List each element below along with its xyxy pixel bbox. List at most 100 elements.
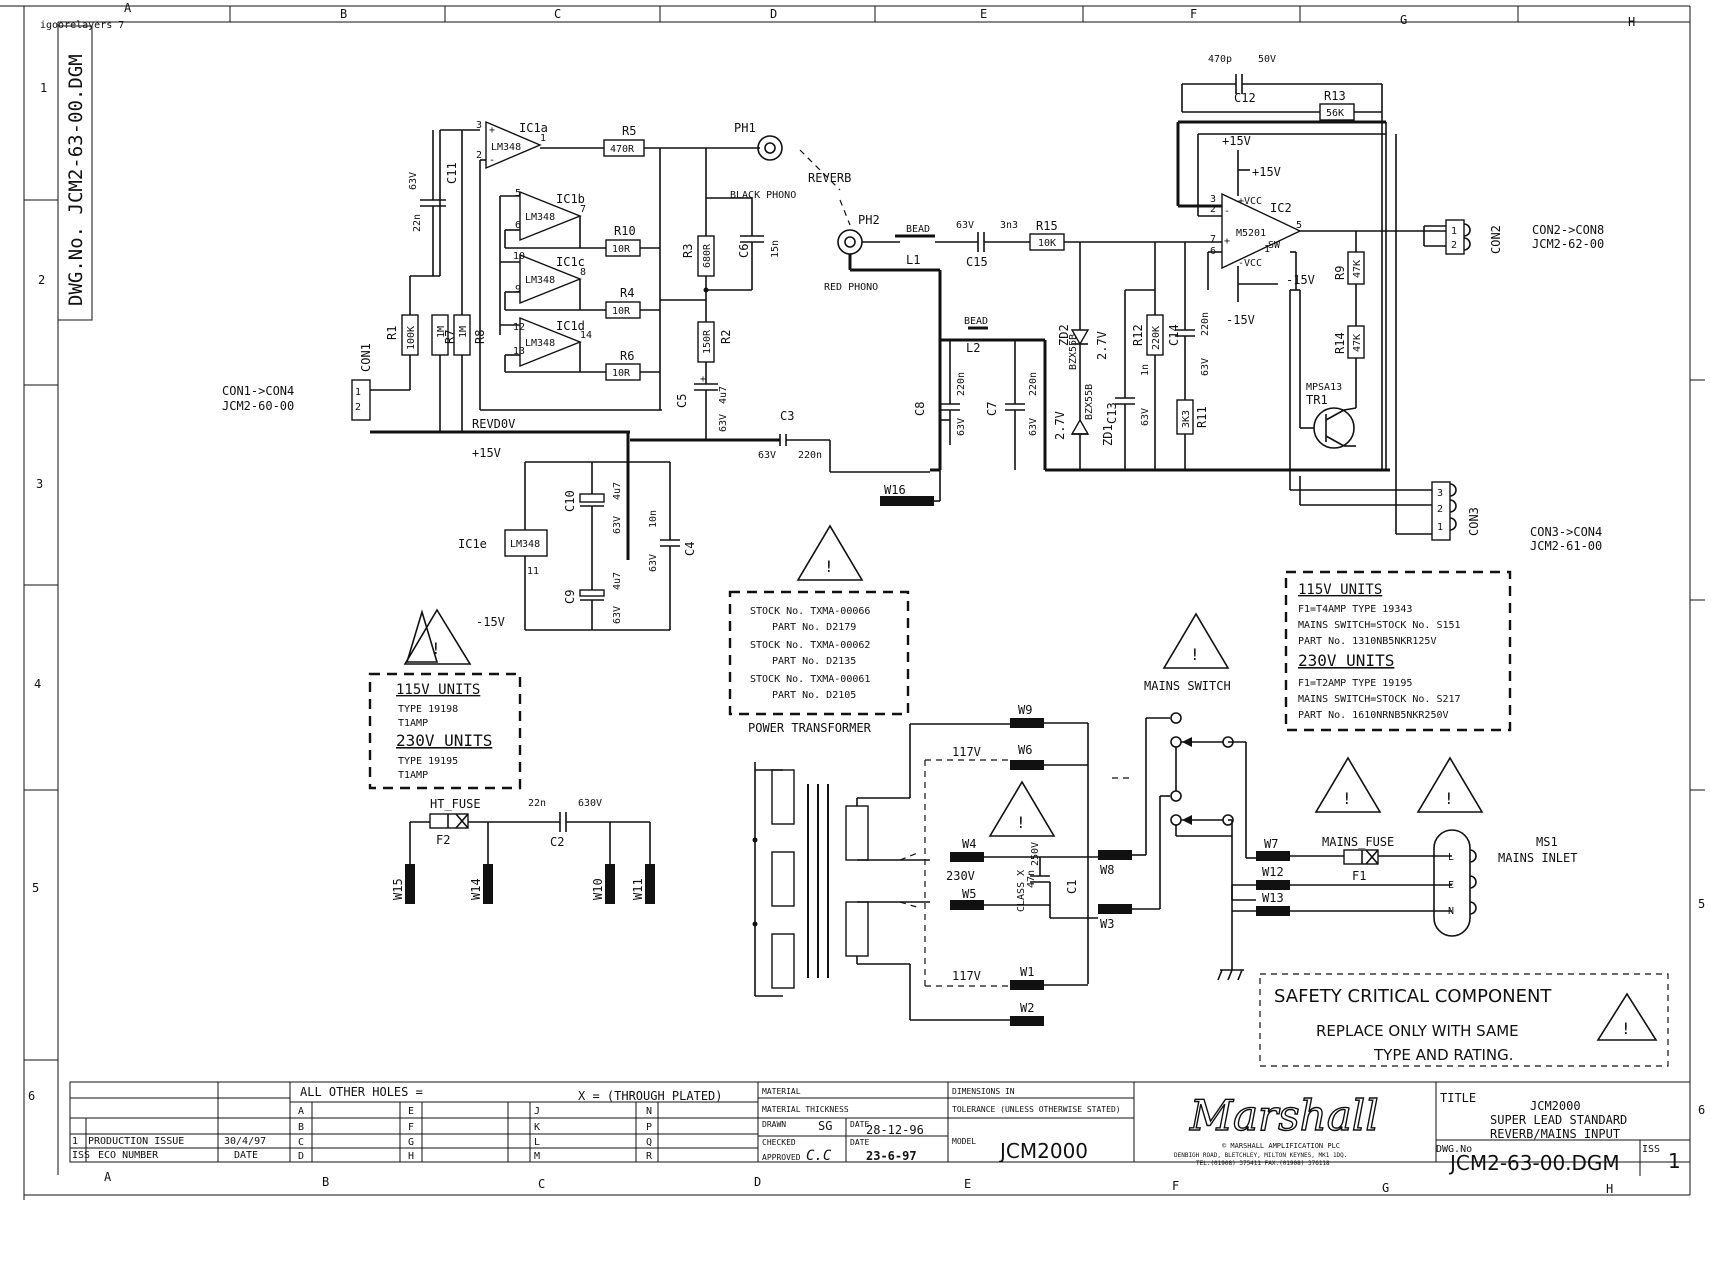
- schematic-label: R11: [1195, 406, 1209, 428]
- con3-connector: [1431, 481, 1451, 541]
- schematic-label: 4u7: [612, 572, 623, 590]
- schematic-label: JCM2000: [998, 1139, 1088, 1163]
- schematic-label: C10: [563, 490, 577, 512]
- schematic-label: IC2: [1270, 201, 1292, 215]
- schematic-label: LM348: [510, 539, 540, 550]
- svg-text:+: +: [1224, 236, 1230, 247]
- schematic-label: BZX55B: [1068, 334, 1079, 370]
- schematic-label: DENBIGH ROAD, BLETCHLEY, MILTON KEYNES, …: [1174, 1152, 1347, 1159]
- schematic-label: W9: [1018, 703, 1032, 717]
- schematic-label: BLACK PHONO: [730, 190, 796, 201]
- schematic-label: R4: [620, 286, 634, 300]
- w6-link: [1010, 760, 1044, 770]
- schematic-label: DRAWN: [762, 1120, 786, 1129]
- schematic-label: PH2: [858, 213, 880, 227]
- schematic-label: MAINS SWITCH=STOCK No. S217: [1298, 694, 1461, 705]
- mains-inlet-connector: [1433, 829, 1471, 937]
- safety-critical-note: SAFETY CRITICAL COMPONENT REPLACE ONLY W…: [1259, 973, 1669, 1067]
- schematic-label: REPLACE ONLY WITH SAME: [1316, 1022, 1519, 1040]
- schematic-label: 63V: [1140, 408, 1151, 426]
- vertical-drawing-number: DWG.No. JCM2-63-00.DGM: [57, 25, 93, 321]
- schematic-label: © MARSHALL AMPLIFICATION PLC: [1222, 1142, 1340, 1150]
- svg-text:3: 3: [476, 120, 482, 131]
- con1-connector: [351, 379, 371, 421]
- schematic-label: +15V: [1252, 165, 1281, 179]
- schematic-label: F1=T4AMP TYPE 19343: [1298, 604, 1412, 615]
- schematic-label: CON2->CON8: [1532, 223, 1604, 237]
- schematic-label: W13: [1262, 891, 1284, 905]
- schematic-label: 1M: [458, 326, 469, 338]
- w2-link: [1010, 1016, 1044, 1026]
- w5-link: [950, 900, 984, 910]
- svg-text:7: 7: [1210, 234, 1216, 245]
- schematic-label: IC1d: [556, 319, 585, 333]
- schematic-label: TR1: [1306, 393, 1328, 407]
- w3-link: [1098, 904, 1132, 914]
- col-label: B: [340, 7, 347, 21]
- schematic-label: T1AMP: [398, 718, 428, 729]
- schematic-label: H: [408, 1151, 414, 1162]
- warning-triangle-icon: !: [1596, 992, 1658, 1041]
- warning-triangle-icon: !: [796, 524, 864, 581]
- schematic-label: 1: [1668, 1149, 1681, 1173]
- schematic-label: JCM2000: [1530, 1099, 1581, 1113]
- svg-text:9: 9: [515, 284, 521, 295]
- schematic-label: STOCK No. TXMA-00066: [750, 606, 870, 617]
- schematic-label: F1: [1352, 869, 1366, 883]
- schematic-label: 117V: [952, 969, 981, 983]
- schematic-label: R14: [1333, 332, 1347, 354]
- schematic-label: 150R: [702, 329, 713, 354]
- schematic-label: R2: [719, 330, 733, 344]
- schematic-label: SG: [818, 1119, 832, 1133]
- schematic-label: POWER TRANSFORMER: [748, 721, 872, 735]
- col-label: E: [980, 7, 987, 21]
- svg-text:-: -: [1224, 206, 1230, 217]
- row-label: 5: [1698, 897, 1705, 911]
- schematic-label: T1AMP: [398, 770, 428, 781]
- schematic-label: C: [298, 1137, 304, 1148]
- col-label: A: [124, 1, 132, 15]
- schematic-label: M: [534, 1151, 540, 1162]
- w16-link: [880, 496, 934, 506]
- row-labels: 1 2 3 4 5 6 5 6: [28, 81, 1705, 1117]
- svg-text:6: 6: [515, 220, 521, 231]
- w12-link: [1256, 880, 1290, 890]
- ic2-opamp: [1221, 192, 1302, 270]
- warning-triangle-icon: !: [988, 780, 1056, 837]
- col-label: E: [964, 1177, 971, 1191]
- schematic-label: !: [1016, 813, 1026, 832]
- schematic-label: 1M: [436, 326, 447, 338]
- schematic-label: 250V: [1030, 842, 1041, 866]
- schematic-label: STOCK No. TXMA-00062: [750, 640, 870, 651]
- col-label: C: [538, 1177, 545, 1191]
- schematic-label: F2: [436, 833, 450, 847]
- schematic-label: C.C: [806, 1148, 832, 1164]
- schematic-label: LM348: [491, 142, 521, 153]
- schematic-label: TOLERANCE (UNLESS OTHERWISE STATED): [952, 1105, 1121, 1114]
- col-label: G: [1400, 13, 1407, 27]
- schematic-label: 220n: [956, 372, 967, 396]
- revdov-label: REVD0V: [472, 417, 515, 431]
- schematic-label: BZX55B: [1084, 384, 1095, 420]
- schematic-label: MATERIAL THICKNESS: [762, 1105, 849, 1114]
- schematic-label: R3: [681, 244, 695, 258]
- w15-link: [405, 864, 415, 904]
- schematic-label: 220K: [1151, 326, 1162, 350]
- schematic-label: 63V: [1200, 358, 1211, 376]
- schematic-label: P: [646, 1122, 652, 1133]
- schematic-label: C6: [737, 244, 751, 258]
- schematic-label: C11: [445, 162, 459, 184]
- ic1b-opamp: [519, 190, 582, 242]
- schematic-label: !: [824, 557, 834, 576]
- schematic-label: C2: [550, 835, 564, 849]
- schematic-label: F1=T2AMP TYPE 19195: [1298, 678, 1412, 689]
- schematic-label: 47K: [1352, 334, 1363, 352]
- schematic-label: 3K3: [1181, 410, 1192, 428]
- schematic-label: R13: [1324, 89, 1346, 103]
- col-label: H: [1628, 15, 1635, 29]
- schematic-label: DWG.No. JCM2-63-00.DGM: [65, 54, 87, 306]
- svg-text:14: 14: [580, 330, 592, 341]
- schematic-label: SAFETY CRITICAL COMPONENT: [1274, 986, 1552, 1007]
- marshall-logo: Marshall: [1189, 1091, 1379, 1140]
- svg-text:2: 2: [355, 402, 361, 413]
